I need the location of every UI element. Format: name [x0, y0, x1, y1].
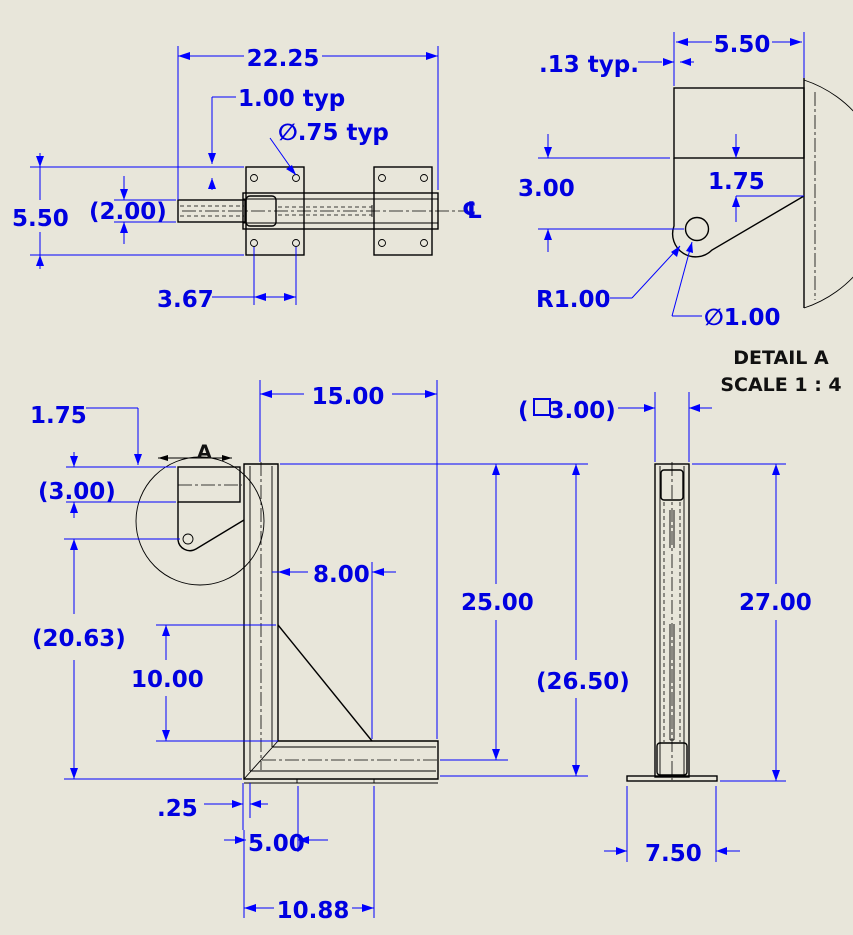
dim-front-gusset-height: 10.00: [131, 667, 204, 693]
dim-top-hole-spacing: 1.00 typ: [238, 86, 345, 112]
dim-detail-hole-dia: ∅1.00: [704, 305, 780, 331]
dim-detail-radius: R1.00: [536, 287, 610, 313]
top-view: [177, 166, 466, 256]
top-view-hole: [420, 239, 428, 247]
dim-front-base-length: 10.88: [277, 898, 350, 924]
detail-marker-label: A: [197, 441, 212, 463]
dim-top-tube: (2.00): [89, 199, 167, 225]
top-view-hole: [292, 239, 300, 247]
front-view-frame: [243, 463, 439, 780]
front-view-tab: [177, 502, 245, 552]
dim-side-height: 27.00: [739, 590, 812, 616]
detail-boundary-arc: [803, 79, 853, 309]
dim-top-hole-dia: ∅.75 typ: [278, 120, 389, 146]
side-view: [626, 462, 718, 782]
dim-detail-width: 5.50: [714, 32, 771, 58]
dim-side-tube: (3.00): [518, 398, 616, 424]
centerline-symbol: ℄: [462, 198, 483, 224]
dim-side-base: 7.50: [645, 841, 702, 867]
front-view: A: [135, 441, 439, 784]
top-view-hole: [250, 239, 258, 247]
detail-hole: [684, 216, 710, 242]
detail-a-dimensions: .13 typ. 5.50 3.00 1.75 R1.00 ∅1.00 DETA…: [518, 32, 842, 396]
dim-front-height-ref: (20.63): [32, 626, 126, 652]
top-view-hole: [378, 174, 386, 182]
side-view-dimensions: (3.00) 27.00 7.50: [518, 392, 812, 867]
dim-front-width: 15.00: [312, 384, 385, 410]
detail-title: DETAIL A: [733, 347, 829, 369]
detail-tab: [671, 158, 805, 258]
top-view-dimensions: 22.25 1.00 typ ∅.75 typ 5.50 (2.00): [12, 46, 483, 313]
detail-a-circle: [135, 456, 265, 586]
dim-front-tab-height: (3.00): [38, 479, 116, 505]
front-view-dimensions: 15.00 1.75 (3.00) (20.63) 8.00: [30, 380, 630, 924]
dim-detail-height: 3.00: [518, 176, 575, 202]
dim-front-overall: (26.50): [536, 669, 630, 695]
detail-scale: SCALE 1 : 4: [720, 374, 841, 396]
dim-front-tab: 1.75: [30, 403, 87, 429]
dim-detail-thickness: .13 typ.: [539, 52, 639, 78]
side-view-base: [626, 775, 718, 782]
top-view-hole: [292, 174, 300, 182]
dim-detail-hole-offset: 1.75: [708, 169, 765, 195]
dim-top-offset: 3.67: [157, 287, 214, 313]
dim-front-gusset: 8.00: [313, 562, 370, 588]
top-view-hole: [250, 174, 258, 182]
dim-top-height: 5.50: [12, 206, 69, 232]
detail-a-view: [671, 78, 853, 309]
front-view-tab-tube: [177, 466, 241, 503]
top-view-hole: [420, 174, 428, 182]
dim-front-height: 25.00: [461, 590, 534, 616]
dim-front-base-offset: 5.00: [248, 831, 305, 857]
dim-front-base-thk: .25: [157, 796, 198, 822]
top-view-hole: [378, 239, 386, 247]
front-view-tab-hole: [182, 533, 194, 545]
dim-top-overall-width: 22.25: [247, 46, 320, 72]
front-view-gusset: [277, 624, 373, 742]
